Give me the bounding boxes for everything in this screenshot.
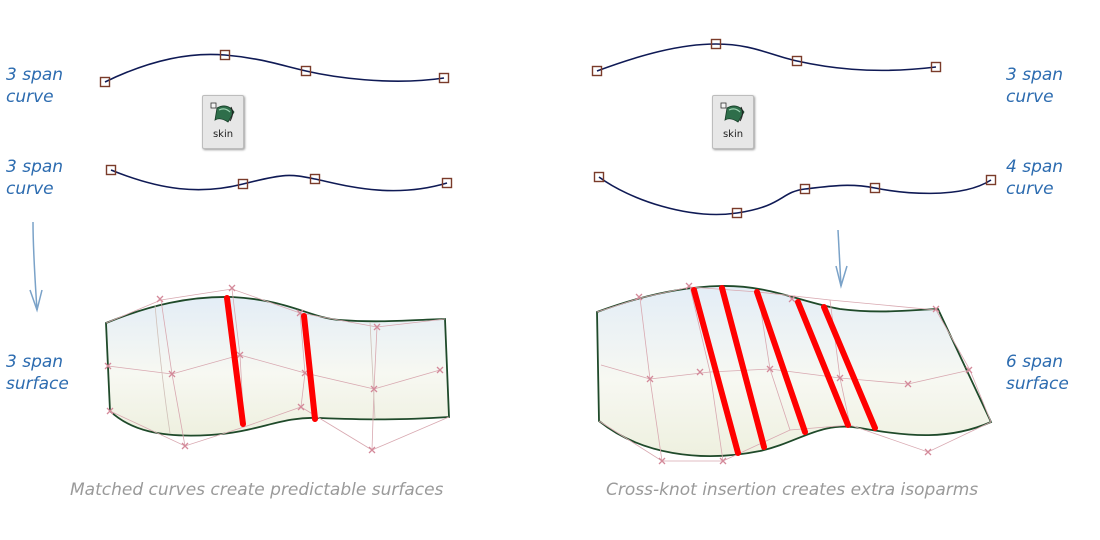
left-surface-label: 3 span surface — [6, 351, 69, 395]
left-surface-isoparms — [154, 304, 376, 434]
left-top-curve-control-points — [99, 49, 450, 88]
right-bottom-curve-label: 4 span curve — [1006, 156, 1063, 200]
label-line: curve — [1006, 87, 1054, 107]
left-caption: Matched curves create predictable surfac… — [70, 480, 444, 500]
right-bottom-curve — [598, 176, 992, 216]
right-top-curve-control-points — [591, 38, 942, 77]
left-control-net — [105, 288, 450, 451]
left-isoparm-highlights — [224, 295, 318, 427]
label-line: surface — [1006, 374, 1069, 394]
label-line: 6 span — [1006, 352, 1064, 372]
skin-tool-icon — [210, 102, 235, 123]
right-surface — [596, 285, 993, 457]
right-bottom-curve-control-points — [593, 171, 997, 219]
skin-tool-label: skin — [212, 129, 234, 140]
label-line: curve — [1006, 179, 1054, 199]
label-line: 3 span — [6, 65, 64, 85]
skin-tool-label: skin — [722, 129, 744, 140]
left-down-arrow — [29, 221, 43, 313]
label-line: curve — [6, 179, 54, 199]
right-top-curve — [596, 43, 937, 72]
label-line: surface — [6, 374, 69, 394]
left-bottom-curve-label: 3 span curve — [6, 156, 63, 200]
skin-tool-icon — [720, 102, 745, 123]
left-bottom-curve-control-points — [105, 164, 453, 190]
right-surface-label: 6 span surface — [1006, 351, 1069, 395]
right-top-curve-label: 3 span curve — [1006, 64, 1063, 108]
label-line: 3 span — [6, 157, 64, 177]
label-line: 3 span — [1006, 65, 1064, 85]
label-line: curve — [6, 87, 54, 107]
skin-tool-icon-right[interactable]: skin — [712, 95, 754, 149]
left-surface — [105, 296, 450, 437]
label-line: 4 span — [1006, 157, 1064, 177]
right-down-arrow — [835, 229, 848, 289]
left-top-curve — [104, 53, 445, 83]
right-isoparm-highlights — [691, 285, 878, 456]
skin-tool-icon-left[interactable]: skin — [202, 95, 244, 149]
label-line: 3 span — [6, 352, 64, 372]
left-bottom-curve — [110, 169, 448, 192]
right-cv-markers — [635, 282, 973, 465]
right-caption: Cross-knot insertion creates extra isopa… — [606, 480, 979, 500]
left-top-curve-label: 3 span curve — [6, 64, 63, 108]
